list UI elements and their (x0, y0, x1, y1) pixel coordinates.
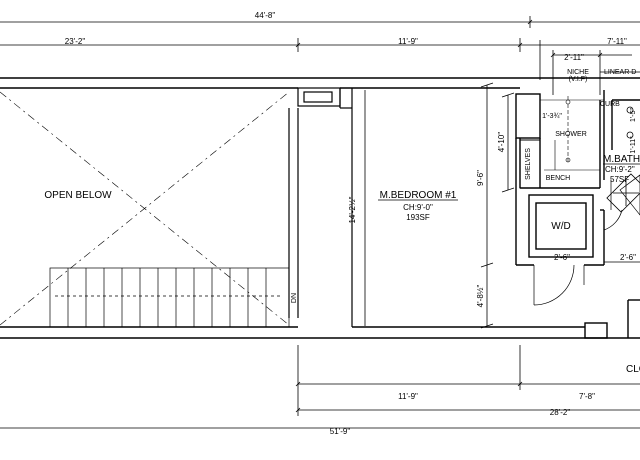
dim-door-left: 2'-6" (554, 253, 570, 262)
door-swings (533, 174, 640, 306)
dim-niche-width: 2'-11" (564, 53, 584, 62)
label-stair-dn: DN (291, 293, 298, 303)
dim-top-mid: 11'-9" (398, 37, 418, 46)
dim-bottom-span: 28'-2" (550, 408, 571, 417)
bath-walls (515, 90, 640, 339)
dim-bedroom-depth: 14'-2½" (348, 196, 357, 223)
dim-top-right: 7'-11" (607, 37, 627, 46)
dim-shelf-height: 4'-10" (497, 132, 506, 153)
label-niche-sub: (V.I.F) (569, 76, 588, 83)
label-bath-area: 57SF (610, 175, 629, 184)
dim-bath-b: 1'-11" (630, 136, 637, 154)
vertical-dimension-lines (364, 82, 515, 329)
label-bedroom-name: M.BEDROOM #1 (380, 190, 457, 201)
shower (540, 96, 604, 171)
label-bedroom-ch: CH:9'-0" (403, 203, 433, 212)
toilet-symbol (606, 106, 640, 213)
label-linear-drain: LINEAR D (604, 69, 636, 76)
stair-treads (49, 267, 290, 328)
label-shelves: SHELVES (525, 148, 532, 180)
label-open-below: OPEN BELOW (44, 190, 112, 201)
shelves-unit (519, 139, 541, 189)
stair-wall (288, 87, 353, 327)
label-shower: SHOWER (555, 131, 587, 138)
label-bedroom-area: 193SF (406, 213, 430, 222)
label-bath-ch: CH:9'-2" (605, 165, 635, 174)
dim-door-right: 2'-6" (620, 253, 636, 262)
label-bench: BENCH (546, 175, 571, 182)
dim-overall-bottom: 51'-9" (330, 427, 351, 436)
dim-bottom-mid: 11'-9" (398, 392, 418, 401)
dim-overall-top: 44'-8" (255, 11, 276, 20)
dim-top-left: 23'-2" (65, 37, 86, 46)
dim-lower-vertical: 4'-8½" (476, 285, 485, 308)
label-wd: W/D (551, 221, 570, 232)
bottom-dimension-lines (0, 345, 640, 429)
label-bath-name: M.BATHO (603, 154, 640, 165)
label-curb: CURB (600, 101, 620, 108)
label-closet: CLO (626, 364, 640, 375)
open-below-diagonals (0, 91, 290, 326)
dim-shower: 1'-3¾" (542, 113, 562, 120)
label-niche: NICHE (567, 69, 589, 76)
dim-upper-vertical: 9'-6" (476, 170, 485, 186)
dim-bottom-right: 7'-8" (579, 392, 595, 401)
dim-bath-a: 1'-5" (630, 108, 637, 122)
top-dimension-lines (0, 16, 640, 95)
